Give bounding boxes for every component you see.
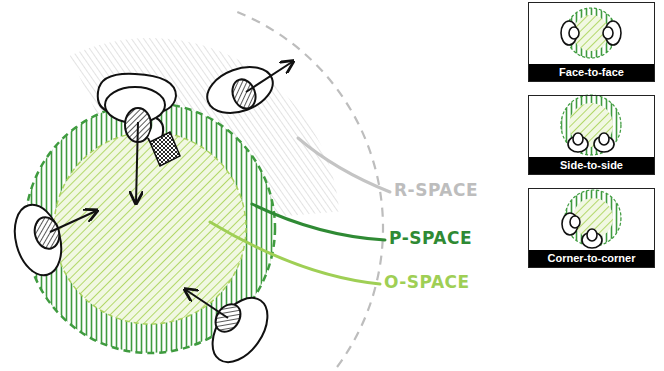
orientation-arrow [186,290,228,318]
person-head [587,229,597,241]
p-space-region [561,95,621,155]
person [201,59,292,122]
person [7,200,96,281]
o-space-region [54,132,246,324]
person-head [573,133,583,145]
person-head [599,133,609,145]
space-label: O-SPACE [384,272,470,292]
p-space-region [566,8,616,58]
panel-caption: Face-to-face [529,64,654,81]
panel-caption: Corner-to-corner [529,250,654,267]
mini-formation [562,190,621,248]
orientation-arrow [136,122,138,202]
person-head [229,76,260,112]
person-body [201,288,278,371]
person-head [31,214,62,251]
orientation-arrow [246,62,292,92]
leader-line [210,222,380,284]
o-space-boundary [54,132,246,324]
mini-formation [561,8,621,58]
person [186,288,279,371]
p-space-boundary [25,103,275,353]
p-space-boundary [561,95,621,155]
leader-line [252,204,385,240]
person-head [569,27,579,39]
space-label: R-SPACE [394,180,478,200]
leader-line [298,138,390,192]
person-body [7,200,68,281]
panel-caption: Side-to-side [529,157,654,174]
mini-formation [561,95,621,155]
space-label: P-SPACE [389,228,472,248]
person-head [603,27,613,39]
formation-panel: Side-to-side [528,95,655,175]
paper [150,132,180,166]
person-head [570,216,580,228]
formation-panel: Face-to-face [528,2,655,82]
p-space-region [565,190,621,246]
o-space-region [569,103,613,147]
p-space-region [25,103,275,353]
person-body [201,59,279,122]
p-space-boundary [565,190,621,246]
formation-panel: Corner-to-corner [528,188,655,268]
p-space-boundary [566,8,616,58]
person [98,74,180,202]
orientation-arrow [50,211,96,232]
